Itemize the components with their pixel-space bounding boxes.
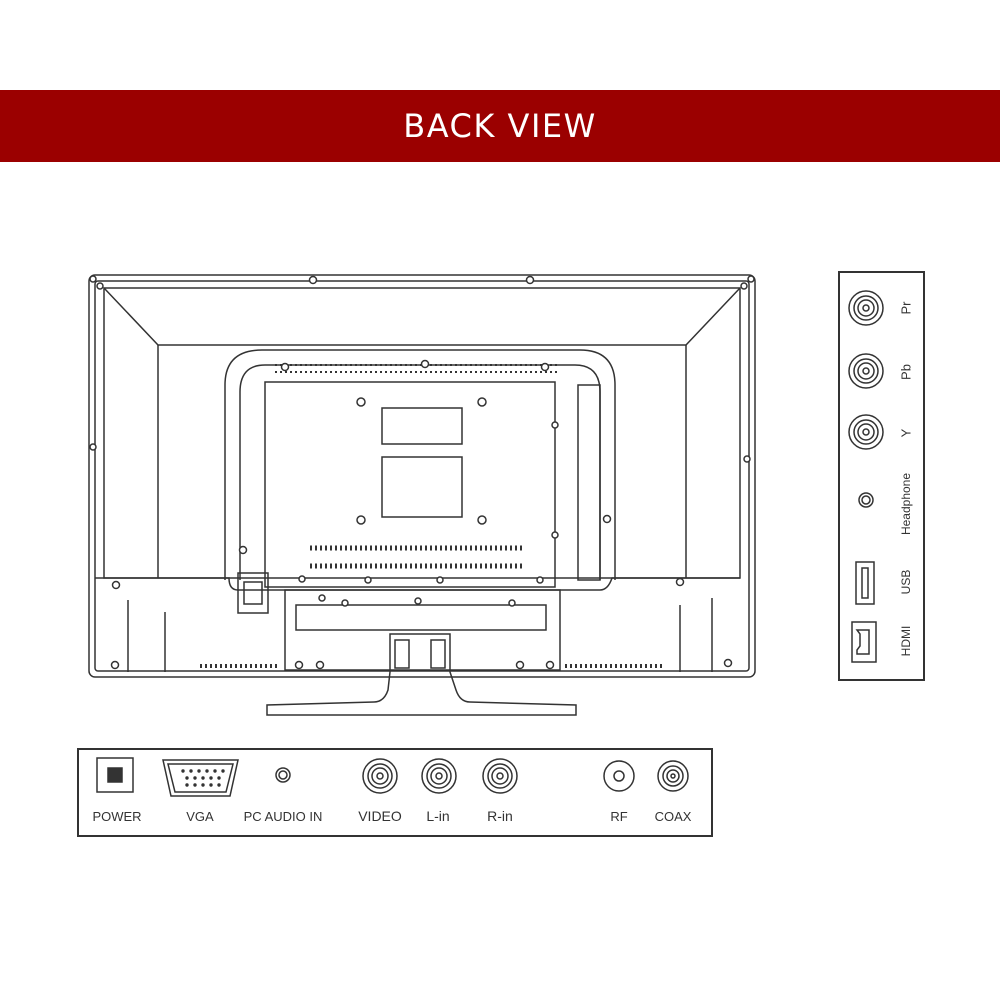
tv-bevel-sides: [157, 345, 687, 578]
tv-lower-slot: [295, 604, 547, 631]
tv-inner-frame: [94, 280, 750, 672]
rca-jack-icon: [848, 290, 884, 326]
port-label-headphone: Headphone: [899, 472, 913, 536]
hdmi-port-icon: [851, 621, 877, 663]
tv-power-socket-housing: [237, 572, 269, 614]
port-label-y: Y: [898, 428, 914, 438]
rca-jack-icon: [421, 758, 457, 794]
port-label-usb: USB: [899, 569, 913, 595]
tv-right-strip: [577, 384, 601, 581]
tv-main-board: [264, 381, 556, 588]
page-title: BACK VIEW: [403, 107, 597, 145]
port-label-rf: RF: [610, 809, 628, 824]
audio-jack-icon: [275, 767, 291, 783]
dc-power-jack-icon: [96, 757, 134, 793]
port-label-pr: Pr: [898, 301, 914, 315]
tv-stand: [266, 633, 577, 716]
tv-vesa-plate-top: [381, 407, 463, 445]
port-label-hdmi: HDMI: [899, 625, 913, 657]
tv-bottom-details: [127, 598, 713, 672]
tv-lower-panel: [284, 589, 561, 671]
header-banner: BACK VIEW: [0, 90, 1000, 162]
tv-stand-bracket-right: [430, 639, 446, 669]
rca-jack-icon: [848, 353, 884, 389]
coax-jack-icon: [657, 760, 689, 792]
rf-connector-icon: [603, 760, 635, 792]
bottom-connector-panel: [77, 748, 713, 837]
rca-jack-icon: [848, 414, 884, 450]
tv-stand-bracket-left: [394, 639, 410, 669]
port-label-pb: Pb: [898, 364, 914, 380]
port-label-coax: COAX: [654, 809, 692, 824]
tv-screws: [89, 275, 755, 670]
tv-power-socket: [243, 581, 263, 605]
port-label-r-in: R-in: [487, 808, 513, 824]
port-label-vga: VGA: [186, 809, 214, 824]
tv-vesa-plate-bottom: [381, 456, 463, 518]
side-connector-panel: [838, 271, 925, 681]
rca-jack-icon: [482, 758, 518, 794]
port-label-power: POWER: [92, 809, 142, 824]
port-label-l-in: L-in: [426, 808, 450, 824]
tv-bevel-top: [103, 287, 741, 346]
port-label-video: VIDEO: [358, 808, 402, 824]
tv-vents-bottom: [310, 545, 525, 569]
vga-connector-icon: [162, 759, 239, 797]
tv-housing: [224, 349, 616, 580]
usb-port-icon: [855, 561, 875, 605]
tv-outer-frame: [88, 274, 756, 678]
rca-jack-icon: [362, 758, 398, 794]
port-label-pc-audio-in: PC AUDIO IN: [243, 809, 323, 824]
audio-jack-icon: [858, 492, 874, 508]
